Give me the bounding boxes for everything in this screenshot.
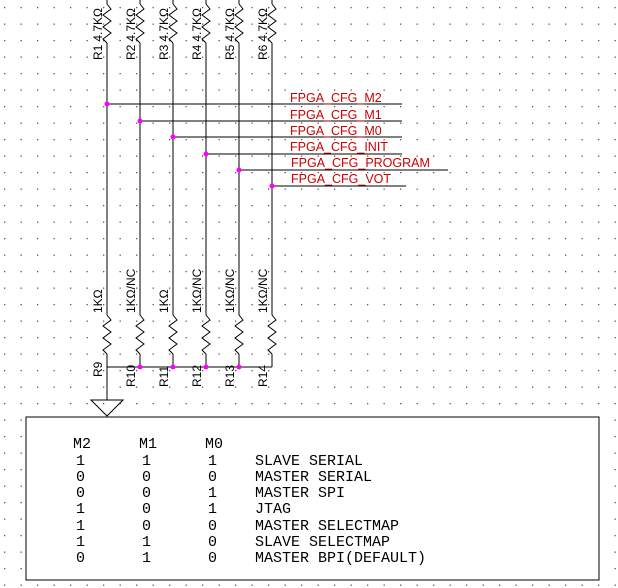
bottom-resistor-group: 1KΩ R9 1KΩ/NC R10 1KΩ R11 1KΩ/NC R12 1KΩ… xyxy=(91,268,277,387)
svg-text:1: 1 xyxy=(142,453,151,470)
mode-table: M2 M1 M0 1 1 1 SLAVE SERIAL 0 0 0 MASTER… xyxy=(25,416,600,581)
resistor-r10-ref: R10 xyxy=(124,365,138,387)
svg-text:1: 1 xyxy=(208,453,217,470)
resistor-r5[interactable]: R54.7KΩ xyxy=(223,0,244,60)
top-resistor-group: R14.7KΩ R24.7KΩ R34.7KΩ R44.7KΩ R54.7KΩ … xyxy=(91,0,277,60)
resistor-r13-value: 1KΩ/NC xyxy=(223,268,237,313)
resistor-r14-value: 1KΩ/NC xyxy=(256,268,270,313)
resistor-r11-ref: R11 xyxy=(157,366,171,387)
svg-text:MASTER SPI: MASTER SPI xyxy=(255,485,345,502)
svg-text:JTAG: JTAG xyxy=(255,501,291,518)
svg-text:0: 0 xyxy=(142,469,151,486)
resistor-r12[interactable]: 1KΩ/NC R12 xyxy=(190,268,211,387)
svg-text:0: 0 xyxy=(208,518,217,535)
resistor-r9-ref: R9 xyxy=(91,361,105,377)
resistor-r14[interactable]: 1KΩ/NC R14 xyxy=(256,268,277,387)
resistor-r2[interactable]: R24.7KΩ xyxy=(124,0,145,60)
resistor-r11[interactable]: 1KΩ R11 xyxy=(157,289,178,387)
mode-table-border xyxy=(25,416,600,581)
junction-m2 xyxy=(104,101,110,107)
mode-table-header-m1: M1 xyxy=(139,436,157,453)
junction-bus-r13 xyxy=(236,364,242,370)
table-row: 1 0 0 MASTER SELECTMAP xyxy=(76,518,399,535)
svg-text:SLAVE SELECTMAP: SLAVE SELECTMAP xyxy=(255,534,390,551)
resistor-r6[interactable]: R64.7KΩ xyxy=(256,0,277,60)
junction-bus-r10 xyxy=(137,364,143,370)
resistor-r13[interactable]: 1KΩ/NC R13 xyxy=(223,268,244,387)
svg-text:0: 0 xyxy=(208,469,217,486)
svg-text:0: 0 xyxy=(142,518,151,535)
junction-bus-r11 xyxy=(170,364,176,370)
svg-text:1: 1 xyxy=(76,518,85,535)
resistor-r12-value: 1KΩ/NC xyxy=(190,268,204,313)
svg-text:MASTER SERIAL: MASTER SERIAL xyxy=(255,469,372,486)
net-group: FPGA_CFG_M2 FPGA_CFG_M1 FPGA_CFG_M0 FPGA… xyxy=(104,91,448,189)
resistor-r10[interactable]: 1KΩ/NC R10 xyxy=(124,268,145,387)
vertical-wires xyxy=(106,43,273,315)
svg-text:1: 1 xyxy=(142,534,151,551)
resistor-r3-label: R34.7KΩ xyxy=(157,8,171,60)
junction-m0 xyxy=(170,134,176,140)
svg-text:0: 0 xyxy=(142,485,151,502)
resistor-r9[interactable]: 1KΩ R9 xyxy=(91,289,112,377)
resistor-r4-label: R44.7KΩ xyxy=(190,8,204,60)
svg-text:MASTER SELECTMAP: MASTER SELECTMAP xyxy=(255,518,399,535)
svg-text:0: 0 xyxy=(208,534,217,551)
resistor-r12-ref: R12 xyxy=(190,365,204,387)
resistor-r4[interactable]: R44.7KΩ xyxy=(190,0,211,60)
svg-text:MASTER BPI(DEFAULT): MASTER BPI(DEFAULT) xyxy=(255,550,426,567)
resistor-r13-ref: R13 xyxy=(223,365,237,387)
resistor-r1[interactable]: R14.7KΩ xyxy=(91,0,112,60)
table-row: 0 1 0 MASTER BPI(DEFAULT) xyxy=(76,550,426,567)
net-label-init[interactable]: FPGA_CFG_INIT xyxy=(290,140,388,154)
net-label-m0[interactable]: FPGA_CFG_M0 xyxy=(290,124,382,138)
svg-text:0: 0 xyxy=(142,501,151,518)
svg-text:1: 1 xyxy=(76,453,85,470)
resistor-r11-value: 1KΩ xyxy=(157,289,171,313)
resistor-r14-ref: R14 xyxy=(256,365,270,387)
resistor-r3[interactable]: R34.7KΩ xyxy=(157,0,178,60)
junction-init xyxy=(203,151,209,157)
junction-program xyxy=(236,167,242,173)
svg-text:SLAVE SERIAL: SLAVE SERIAL xyxy=(255,453,363,470)
resistor-r9-value: 1KΩ xyxy=(91,289,105,313)
resistor-r2-label: R24.7KΩ xyxy=(124,8,138,60)
table-row: 1 0 1 JTAG xyxy=(76,501,291,518)
net-label-m2[interactable]: FPGA_CFG_M2 xyxy=(290,91,382,105)
junction-vot xyxy=(269,183,275,189)
ground-bus xyxy=(89,364,272,417)
svg-text:1: 1 xyxy=(208,485,217,502)
table-row: 0 0 1 MASTER SPI xyxy=(76,485,345,502)
mode-table-header-m2: M2 xyxy=(73,436,91,453)
svg-text:1: 1 xyxy=(142,550,151,567)
svg-text:1: 1 xyxy=(76,501,85,518)
junction-bus-r12 xyxy=(203,364,209,370)
table-row: 1 1 1 SLAVE SERIAL xyxy=(76,453,363,470)
net-label-program[interactable]: FPGA_CFG_PROGRAM xyxy=(291,156,430,170)
mode-table-header-m0: M0 xyxy=(205,436,223,453)
svg-text:0: 0 xyxy=(76,469,85,486)
svg-text:1: 1 xyxy=(76,534,85,551)
svg-text:0: 0 xyxy=(208,550,217,567)
resistor-r10-value: 1KΩ/NC xyxy=(124,268,138,313)
svg-text:0: 0 xyxy=(76,485,85,502)
resistor-r1-label: R14.7KΩ xyxy=(91,8,105,60)
net-label-m1[interactable]: FPGA_CFG_M1 xyxy=(290,108,382,122)
junction-m1 xyxy=(137,118,143,124)
svg-text:1: 1 xyxy=(208,501,217,518)
table-row: 1 1 0 SLAVE SELECTMAP xyxy=(76,534,390,551)
svg-text:0: 0 xyxy=(76,550,85,567)
resistor-r6-label: R64.7KΩ xyxy=(256,8,270,60)
net-label-vot[interactable]: FPGA_CFG_VOT xyxy=(291,172,391,186)
ground-icon xyxy=(89,399,125,417)
table-row: 0 0 0 MASTER SERIAL xyxy=(76,469,372,486)
resistor-r5-label: R54.7KΩ xyxy=(223,8,237,60)
